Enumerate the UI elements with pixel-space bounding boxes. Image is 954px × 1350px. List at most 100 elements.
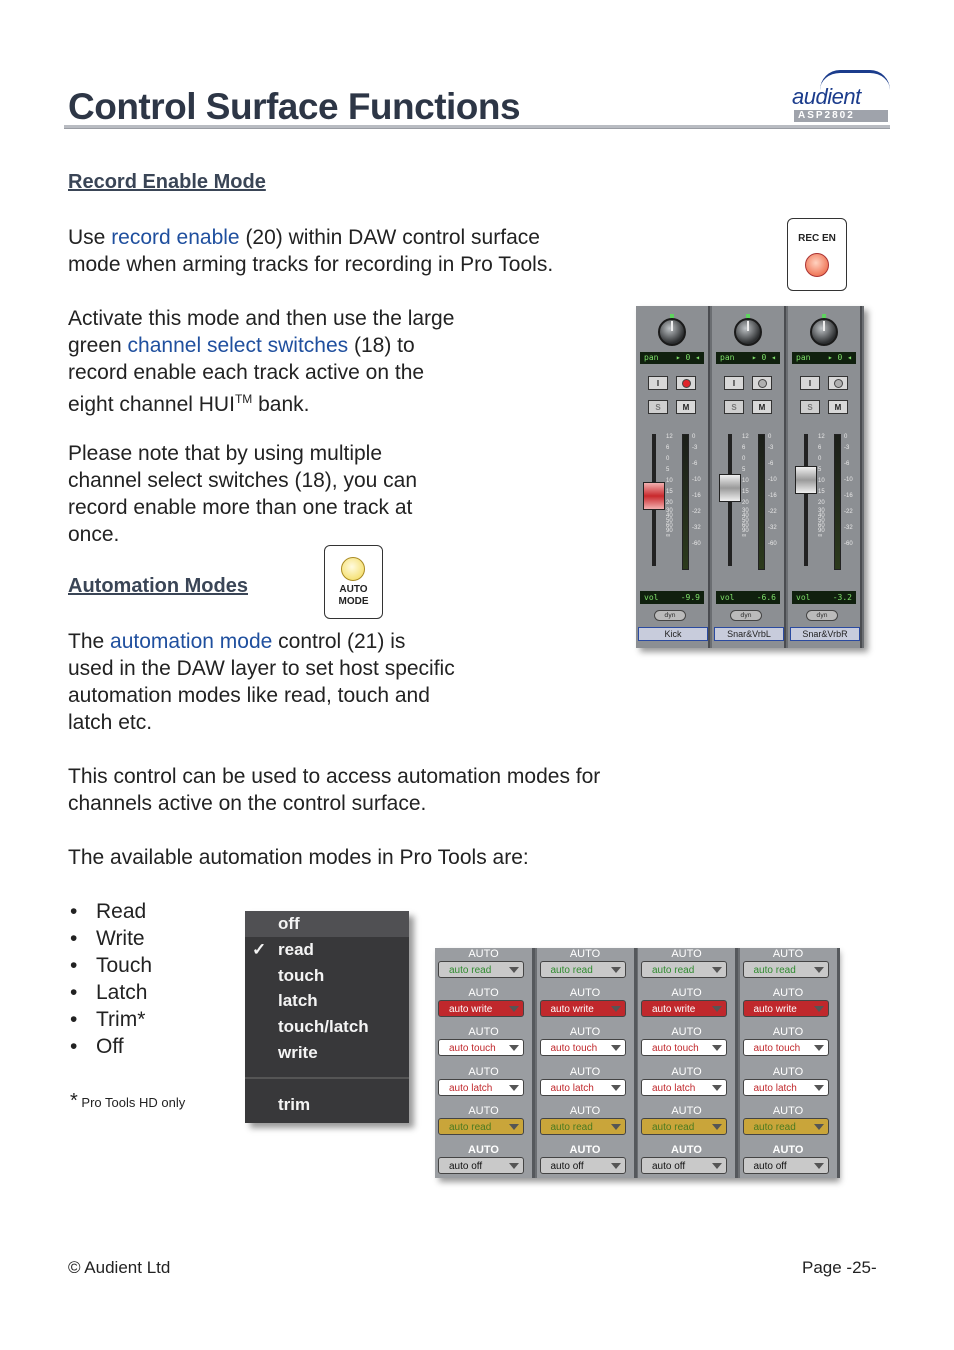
solo-button[interactable]: S (724, 400, 744, 414)
check-icon: ✓ (252, 940, 267, 959)
footnote-text: Pro Tools HD only (77, 1095, 186, 1110)
auto-mode-select[interactable]: auto off (641, 1157, 727, 1174)
auto-mode-select[interactable]: auto off (742, 1157, 829, 1174)
auto-header: AUTO (671, 1104, 702, 1117)
mute-button[interactable]: M (752, 400, 772, 414)
auto-mode-select[interactable]: auto latch (438, 1078, 524, 1096)
auto-mode-select[interactable]: auto touch (641, 1039, 727, 1057)
input-button[interactable]: I (800, 376, 820, 390)
logo-swoosh-icon (820, 70, 890, 90)
automation-para-1: The automation mode control (21) is used… (68, 628, 628, 736)
auto-mode-select[interactable]: auto touch (438, 1039, 524, 1057)
pan-knob[interactable] (810, 318, 838, 346)
menu-item-trim[interactable]: trim (278, 1095, 311, 1114)
text: eight channel HUI (68, 393, 235, 416)
auto-mode-select[interactable]: auto read (641, 961, 727, 978)
auto-header: AUTO (772, 1065, 804, 1078)
auto-mode-select[interactable]: auto read (539, 961, 626, 978)
solo-button[interactable]: S (648, 400, 668, 414)
solo-button[interactable]: S (800, 400, 820, 414)
text: once. (68, 523, 120, 546)
auto-mode-select[interactable]: auto write (641, 1000, 727, 1018)
fader-handle[interactable] (719, 474, 741, 502)
auto-mode-select[interactable]: auto read (438, 961, 524, 978)
logo-word: audient (792, 84, 861, 109)
fader-handle[interactable] (643, 482, 665, 510)
title-divider (64, 125, 890, 129)
auto-header: AUTO (671, 948, 702, 960)
list-item: •Touch (70, 954, 153, 977)
auto-mode-label-1: AUTO (339, 584, 368, 595)
auto-mode-select[interactable]: auto latch (742, 1078, 829, 1096)
mute-button[interactable]: M (828, 400, 848, 414)
auto-mode-select[interactable]: auto write (438, 1000, 524, 1018)
fader-handle[interactable] (795, 466, 817, 494)
text: control (21) is (272, 630, 406, 653)
auto-mode-select[interactable]: auto read (742, 961, 829, 978)
page-title: Control Surface Functions (68, 86, 521, 127)
auto-mode-select[interactable]: auto latch (539, 1078, 626, 1096)
menu-item-latch[interactable]: latch (278, 991, 318, 1010)
list-item: •Latch (70, 981, 148, 1004)
auto-header: AUTO (772, 948, 804, 960)
record-button[interactable] (752, 376, 772, 390)
record-button[interactable] (828, 376, 848, 390)
menu-item-touch-latch[interactable]: touch/latch (278, 1017, 369, 1036)
dyn-button[interactable]: dyn (730, 610, 762, 621)
menu-item-read[interactable]: read (278, 940, 314, 959)
pan-knob[interactable] (734, 318, 762, 346)
footnote-star: * (70, 1090, 78, 1112)
footnote: * Pro Tools HD only (70, 1090, 185, 1113)
auto-mode-select[interactable]: auto write (539, 1000, 626, 1018)
auto-header: AUTO (569, 987, 601, 1000)
auto-mode-select[interactable]: auto write (742, 1000, 829, 1018)
auto-header: AUTO (468, 987, 499, 1000)
track-name[interactable]: Kick (638, 627, 708, 641)
menu-item-off[interactable]: off (278, 914, 300, 933)
meter-scale: 0-3-6-10-16-22-32-60 (768, 434, 777, 547)
auto-mode-select[interactable]: auto touch (539, 1039, 626, 1057)
auto-mode-select[interactable]: auto off (438, 1157, 524, 1174)
auto-header: AUTO (468, 1144, 499, 1156)
auto-mode-select[interactable]: auto off (539, 1157, 626, 1174)
menu-item-write[interactable]: write (278, 1043, 318, 1062)
auto-mode-select[interactable]: auto read (641, 1117, 727, 1135)
volume-display: vol-6.6 (716, 591, 780, 604)
level-meter (758, 434, 765, 570)
auto-header: AUTO (772, 987, 804, 1000)
text: channels active on the control surface. (68, 792, 427, 815)
auto-mode-select[interactable]: auto latch (641, 1078, 727, 1096)
auto-mode-button: AUTO MODE (324, 545, 383, 619)
text: record enable each track active on the (68, 361, 425, 384)
auto-header: AUTO (671, 1144, 702, 1156)
volume-display: vol-9.9 (640, 591, 704, 604)
dyn-button[interactable]: dyn (654, 610, 686, 621)
dyn-button[interactable]: dyn (806, 610, 838, 621)
input-button[interactable]: I (724, 376, 744, 390)
level-meter (834, 434, 841, 570)
list-item: •Trim* (70, 1008, 146, 1031)
auto-mode-select[interactable]: auto read (438, 1117, 524, 1135)
pan-knob[interactable] (658, 318, 686, 346)
auto-mode-select[interactable]: auto touch (742, 1039, 829, 1057)
record-button[interactable] (676, 376, 696, 390)
input-button[interactable]: I (648, 376, 668, 390)
auto-mode-select[interactable]: auto read (539, 1117, 626, 1135)
text: Please note that by using multiple (68, 442, 383, 465)
track-name[interactable]: Snar&VrbL (714, 627, 784, 641)
track-name[interactable]: Snar&VrbR (790, 627, 860, 641)
mute-button[interactable]: M (676, 400, 696, 414)
auto-mode-select[interactable]: auto read (742, 1117, 829, 1135)
record-enable-link: record enable (111, 226, 240, 249)
pan-display: pan▸ 0 ◂ (792, 352, 856, 364)
menu-highlight (245, 911, 409, 937)
rec-en-button: REC EN (787, 218, 847, 291)
automation-modes-heading: Automation Modes (68, 575, 248, 597)
menu-item-touch[interactable]: touch (278, 966, 325, 985)
volume-display: vol-3.2 (792, 591, 856, 604)
